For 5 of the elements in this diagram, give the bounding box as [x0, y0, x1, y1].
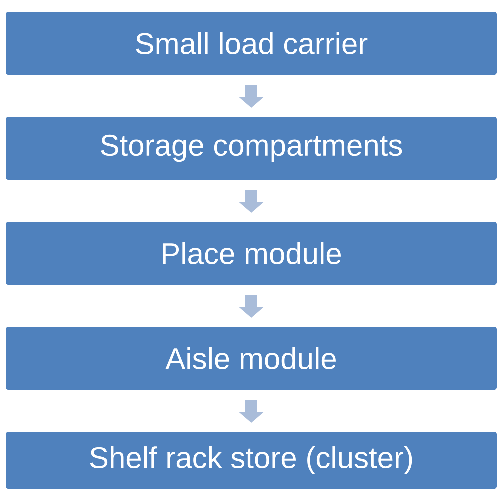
process-box: Storage compartments	[6, 117, 497, 180]
process-box: Aisle module	[6, 327, 497, 390]
process-box: Place module	[6, 222, 497, 285]
process-box: Shelf rack store (cluster)	[6, 432, 497, 489]
process-box: Small load carrier	[6, 12, 497, 75]
